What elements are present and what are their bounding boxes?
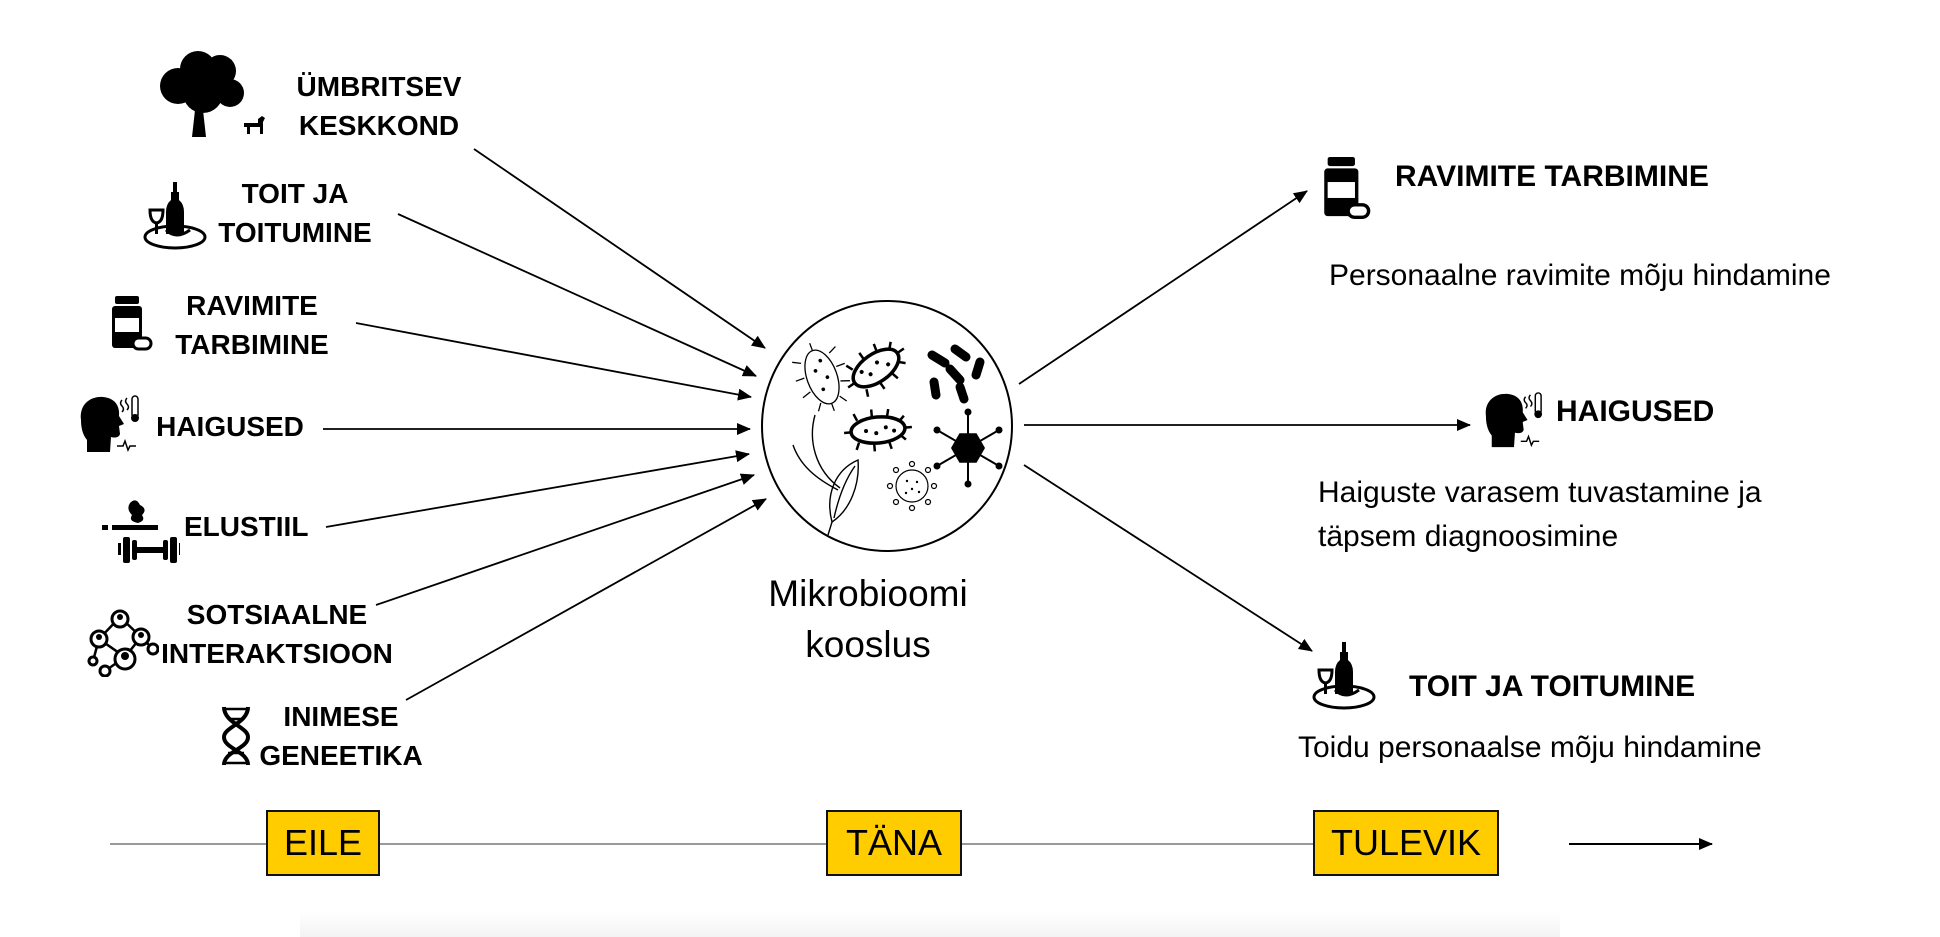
output-title-medication: RAVIMITE TARBIMINE xyxy=(1395,160,1709,193)
arrow-genetics-to-microbiome xyxy=(405,498,767,701)
pill-bottle-icon xyxy=(1324,157,1371,220)
output-title-food: TOIT JA TOITUMINE xyxy=(1409,670,1696,703)
microbiome-circle-icon xyxy=(761,300,1013,552)
food-and-drink-icon xyxy=(1312,642,1376,710)
arrow-social-to-microbiome xyxy=(375,473,755,606)
input-label-lifestyle: ELUSTIIL xyxy=(184,507,308,546)
tree-and-dog-icon xyxy=(160,51,265,137)
microbiome-label: Mikrobioomi kooslus xyxy=(748,568,988,670)
bottom-shadow-band xyxy=(300,912,1560,937)
output-title-diseases: HAIGUSED xyxy=(1556,395,1715,428)
label-line: ÜMBRITSEV xyxy=(296,71,462,102)
arrow-food-to-microbiome xyxy=(397,213,757,377)
output-desc-food: Toidu personaalse mõju hindamine xyxy=(1298,726,1762,770)
label-line: TOITUMINE xyxy=(218,217,372,248)
label-line: GENEETIKA xyxy=(259,740,423,771)
timeline-label-past: EILE xyxy=(266,810,380,876)
cigarette-dumbbell-icon xyxy=(102,500,180,563)
timeline-label-today: TÄNA xyxy=(826,810,962,876)
label-line: kooslus xyxy=(805,624,931,665)
label-line: ELUSTIIL xyxy=(184,511,309,542)
input-label-environment: ÜMBRITSEV KESKKOND xyxy=(290,67,468,145)
input-label-food: TOIT JA TOITUMINE xyxy=(210,174,380,252)
sick-head-icon xyxy=(1485,392,1543,448)
food-and-drink-icon xyxy=(143,182,207,250)
arrow-microbiome-to-food xyxy=(1023,464,1313,652)
dna-icon xyxy=(221,706,251,766)
input-label-diseases: HAIGUSED xyxy=(153,407,307,446)
label-line: KESKKOND xyxy=(298,110,460,141)
output-desc-medication: Personaalne ravimite mõju hindamine xyxy=(1329,254,1831,298)
label-line: RAVIMITE xyxy=(186,290,318,321)
arrow-microbiome-to-medication xyxy=(1018,190,1308,385)
label-line: HAIGUSED xyxy=(156,411,304,442)
arrow-medication-to-microbiome xyxy=(355,322,752,401)
arrow-environment-to-microbiome xyxy=(473,148,766,349)
desc-line: Haiguste varasem tuvastamine ja xyxy=(1318,476,1762,509)
output-desc-diseases: Haiguste varasem tuvastamine ja täpsem d… xyxy=(1318,471,1762,559)
pill-bottle-icon xyxy=(112,296,153,351)
desc-line: Personaalne ravimite mõju hindamine xyxy=(1329,259,1831,292)
label-line: Mikrobioomi xyxy=(768,573,968,614)
label-line: INIMESE xyxy=(283,701,399,732)
arrow-lifestyle-to-microbiome xyxy=(325,450,750,528)
label-line: TOIT JA xyxy=(241,178,349,209)
input-label-genetics: INIMESE GENEETIKA xyxy=(256,697,426,775)
desc-line: täpsem diagnoosimine xyxy=(1318,520,1619,553)
social-network-icon xyxy=(87,609,159,677)
label-line: SOTSIAALNE xyxy=(186,599,368,630)
desc-line: Toidu personaalse mõju hindamine xyxy=(1298,731,1762,764)
sick-head-icon xyxy=(80,395,139,452)
label-line: INTERAKTSIOON xyxy=(161,638,393,669)
label-line: TARBIMINE xyxy=(175,329,329,360)
timeline-label-future: TULEVIK xyxy=(1313,810,1499,876)
input-label-social: SOTSIAALNE INTERAKTSIOON xyxy=(156,595,398,673)
input-label-medication: RAVIMITE TARBIMINE xyxy=(166,286,338,364)
